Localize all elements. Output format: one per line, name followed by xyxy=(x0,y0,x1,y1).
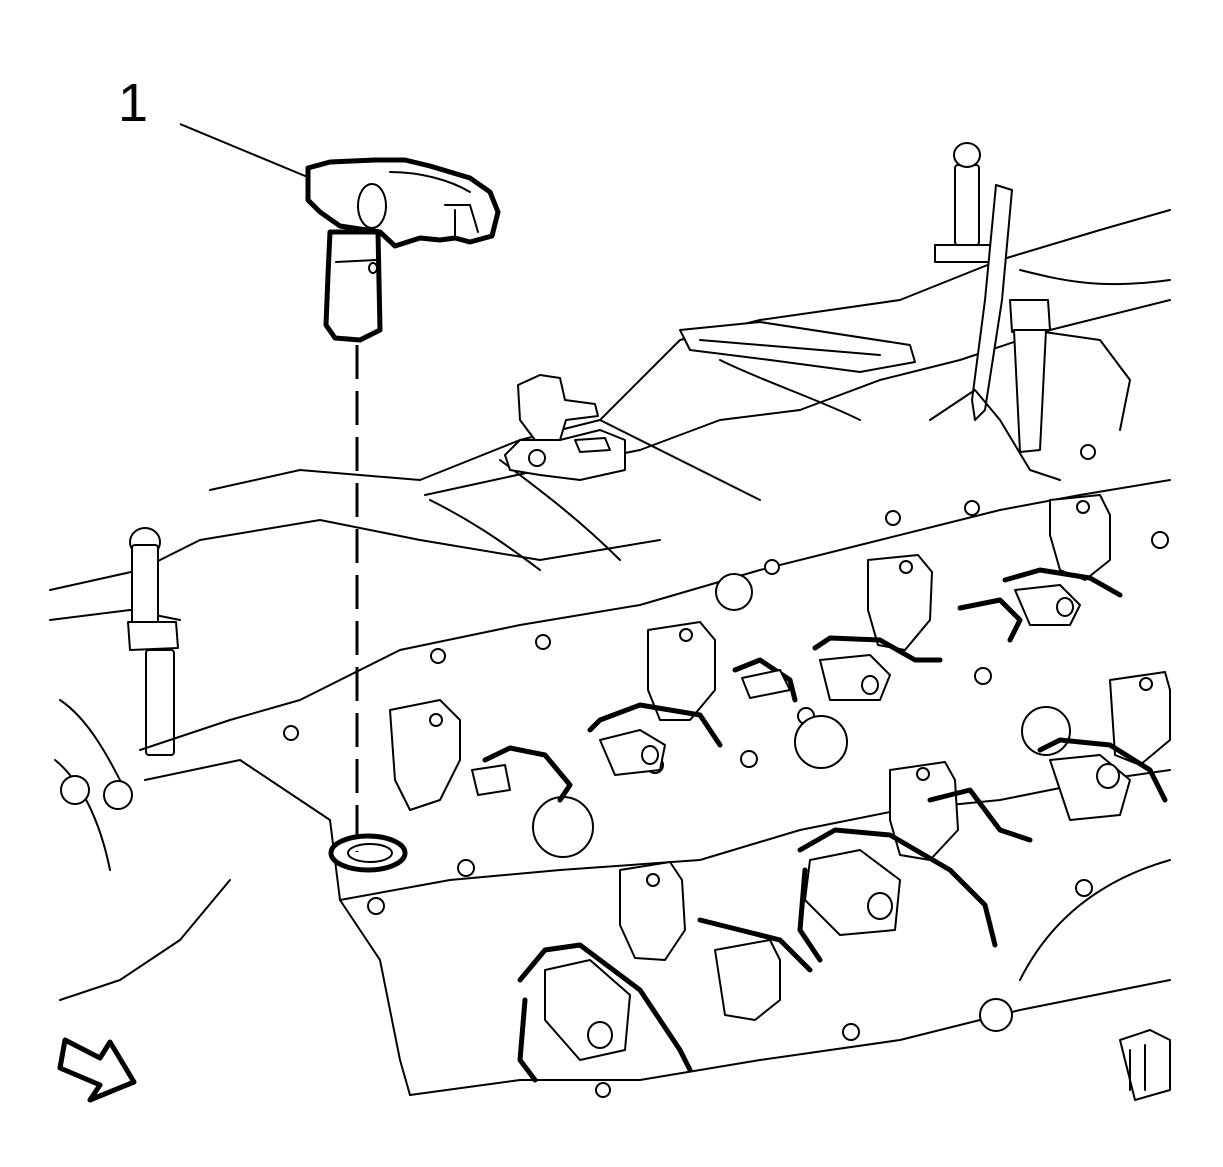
rocker-arms xyxy=(471,567,1168,1083)
bearing-towers xyxy=(389,494,1171,1021)
map-sensor xyxy=(504,374,626,481)
front-stud xyxy=(54,527,179,871)
rear-stud-bracket xyxy=(929,142,1061,481)
harness-connector xyxy=(1119,1029,1171,1101)
callout-number: 1 xyxy=(118,73,149,133)
arrow-icon xyxy=(57,1037,137,1103)
sensor-bore xyxy=(328,833,408,873)
camshaft-position-sensor xyxy=(305,157,501,343)
cylinder-head xyxy=(59,479,1171,1096)
callout-leader xyxy=(179,123,311,179)
